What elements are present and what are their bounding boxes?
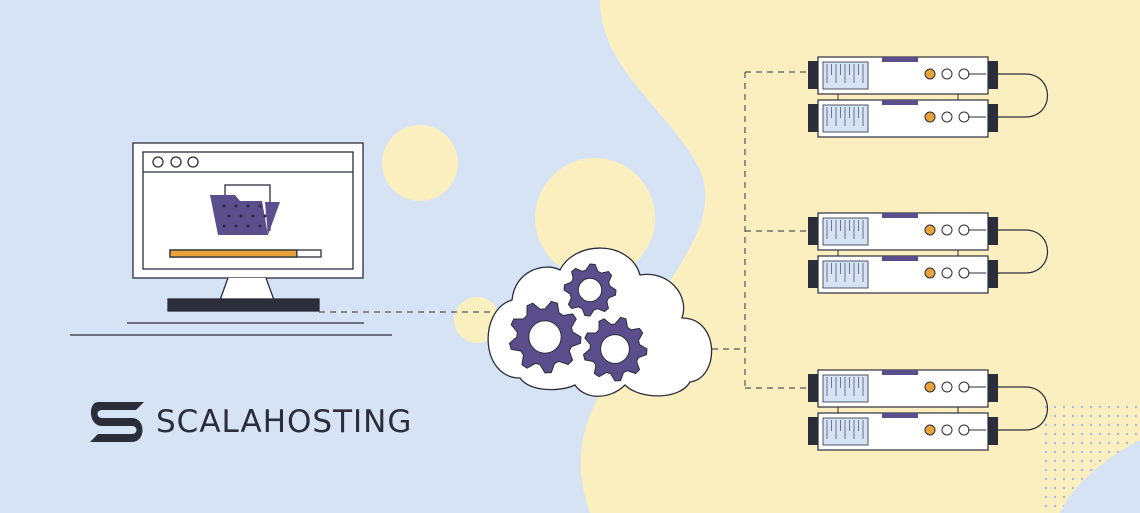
brand-name: SCALAHOSTING (156, 404, 413, 440)
status-light-icon (941, 224, 953, 236)
blue-corner-blob (1060, 440, 1140, 513)
status-light-icon (958, 111, 970, 123)
status-light-icon (958, 424, 970, 436)
server-cable (998, 386, 1048, 431)
status-light-icon (924, 267, 936, 279)
status-light-icon (924, 381, 936, 393)
server-unit (808, 99, 998, 138)
folder-dot (246, 204, 250, 208)
server-unit (808, 369, 998, 408)
folder-dot (263, 214, 267, 218)
server-unit (808, 255, 998, 294)
gear-hole (528, 320, 562, 354)
window-control-icon (152, 156, 164, 168)
status-light-icon (958, 68, 970, 80)
status-light-icon (941, 68, 953, 80)
folder-dot (258, 204, 262, 208)
server-group (808, 212, 1048, 294)
status-light-icon (924, 224, 936, 236)
server-unit (808, 56, 998, 95)
decor-circle (535, 158, 655, 278)
status-light-icon (941, 424, 953, 436)
decor-circle (382, 125, 458, 201)
server-unit (808, 412, 998, 451)
server-cable (998, 73, 1048, 118)
status-light-icon (924, 68, 936, 80)
server-cable (998, 229, 1048, 274)
server-group (808, 56, 1048, 138)
folder-dot (251, 214, 255, 218)
status-light-icon (941, 267, 953, 279)
folder-dot (222, 224, 226, 228)
folder-dot (246, 224, 250, 228)
status-light-icon (941, 111, 953, 123)
folder-dot (227, 214, 231, 218)
folder-dot (234, 224, 238, 228)
status-light-icon (924, 424, 936, 436)
monitor (70, 142, 392, 336)
network-connectors (319, 71, 808, 389)
server-group (808, 369, 1048, 451)
gear-hole (577, 277, 603, 303)
gear-hole (600, 334, 630, 364)
folder-dot (239, 214, 243, 218)
server-unit (808, 212, 998, 251)
window-control-icon (187, 156, 199, 168)
upload-progress-fill (169, 249, 298, 258)
status-light-icon (924, 111, 936, 123)
brand-logo: SCALAHOSTING (88, 400, 412, 444)
folder-dot (258, 224, 262, 228)
status-light-icon (958, 381, 970, 393)
status-light-icon (941, 381, 953, 393)
scalahosting-logo-icon (90, 402, 144, 442)
folder-dot (222, 204, 226, 208)
status-light-icon (958, 224, 970, 236)
window-control-icon (170, 156, 182, 168)
status-light-icon (958, 267, 970, 279)
folder-dot (234, 204, 238, 208)
